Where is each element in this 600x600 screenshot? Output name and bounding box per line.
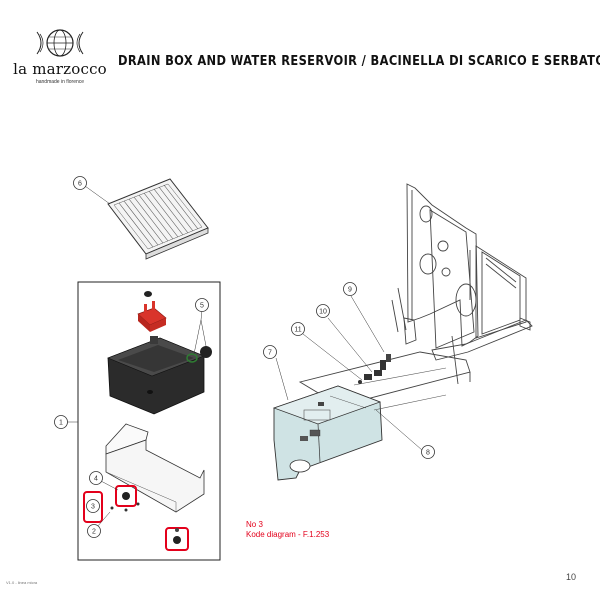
callout-7: 7: [263, 345, 277, 359]
brand-name: la marzocco: [13, 60, 107, 78]
drain-box: [107, 336, 205, 415]
parts-note: No 3 Kode diagram - F.1.253: [246, 520, 329, 540]
globe-logo-icon: [36, 29, 84, 57]
small-fasteners: [110, 492, 181, 544]
note-number: No 3: [246, 520, 263, 529]
callout-1: 1: [54, 415, 68, 429]
callout-9: 9: [343, 282, 357, 296]
svg-text:5: 5: [200, 303, 204, 310]
callout-10: 10: [316, 304, 330, 318]
callout-6: 6: [73, 176, 87, 190]
callout-11: 11: [291, 322, 305, 336]
machine-frame: [298, 183, 533, 414]
note-diagram-code: Kode diagram - F.1.253: [246, 530, 330, 539]
svg-text:11: 11: [294, 327, 301, 334]
brand-logo: la marzocco handmade in florence: [12, 28, 108, 85]
callout-2: 2: [87, 524, 101, 538]
svg-text:8: 8: [426, 450, 430, 457]
svg-text:4: 4: [94, 476, 98, 483]
callout-5: 5: [195, 298, 209, 312]
callout-8: 8: [421, 445, 435, 459]
brand-tagline: handmade in florence: [35, 79, 85, 85]
water-reservoir: [272, 385, 383, 481]
callout-4: 4: [89, 471, 103, 485]
drip-tray-cover: [105, 423, 205, 513]
page-title: DRAIN BOX AND WATER RESERVOIR / BACINELL…: [118, 54, 600, 69]
callouts: 6 5 1 4 3 2 7 11 10 9 8: [54, 176, 435, 538]
reservoir-connector-parts: [353, 354, 447, 411]
svg-text:6: 6: [78, 181, 82, 188]
svg-text:1: 1: [59, 420, 63, 427]
callout-3: 3: [86, 499, 100, 513]
svg-text:9: 9: [348, 287, 352, 294]
svg-text:3: 3: [91, 504, 95, 511]
page-number: 10: [566, 572, 577, 582]
drain-float: [137, 291, 167, 332]
assembly-border: [77, 281, 221, 561]
svg-text:10: 10: [319, 309, 327, 316]
footer-version: V1.0 - linea micra: [6, 580, 38, 585]
svg-text:7: 7: [268, 350, 272, 357]
leader-lines: [67, 185, 423, 528]
svg-text:2: 2: [92, 529, 96, 536]
drip-tray-grate: [107, 178, 209, 260]
float-seals: [186, 319, 212, 363]
